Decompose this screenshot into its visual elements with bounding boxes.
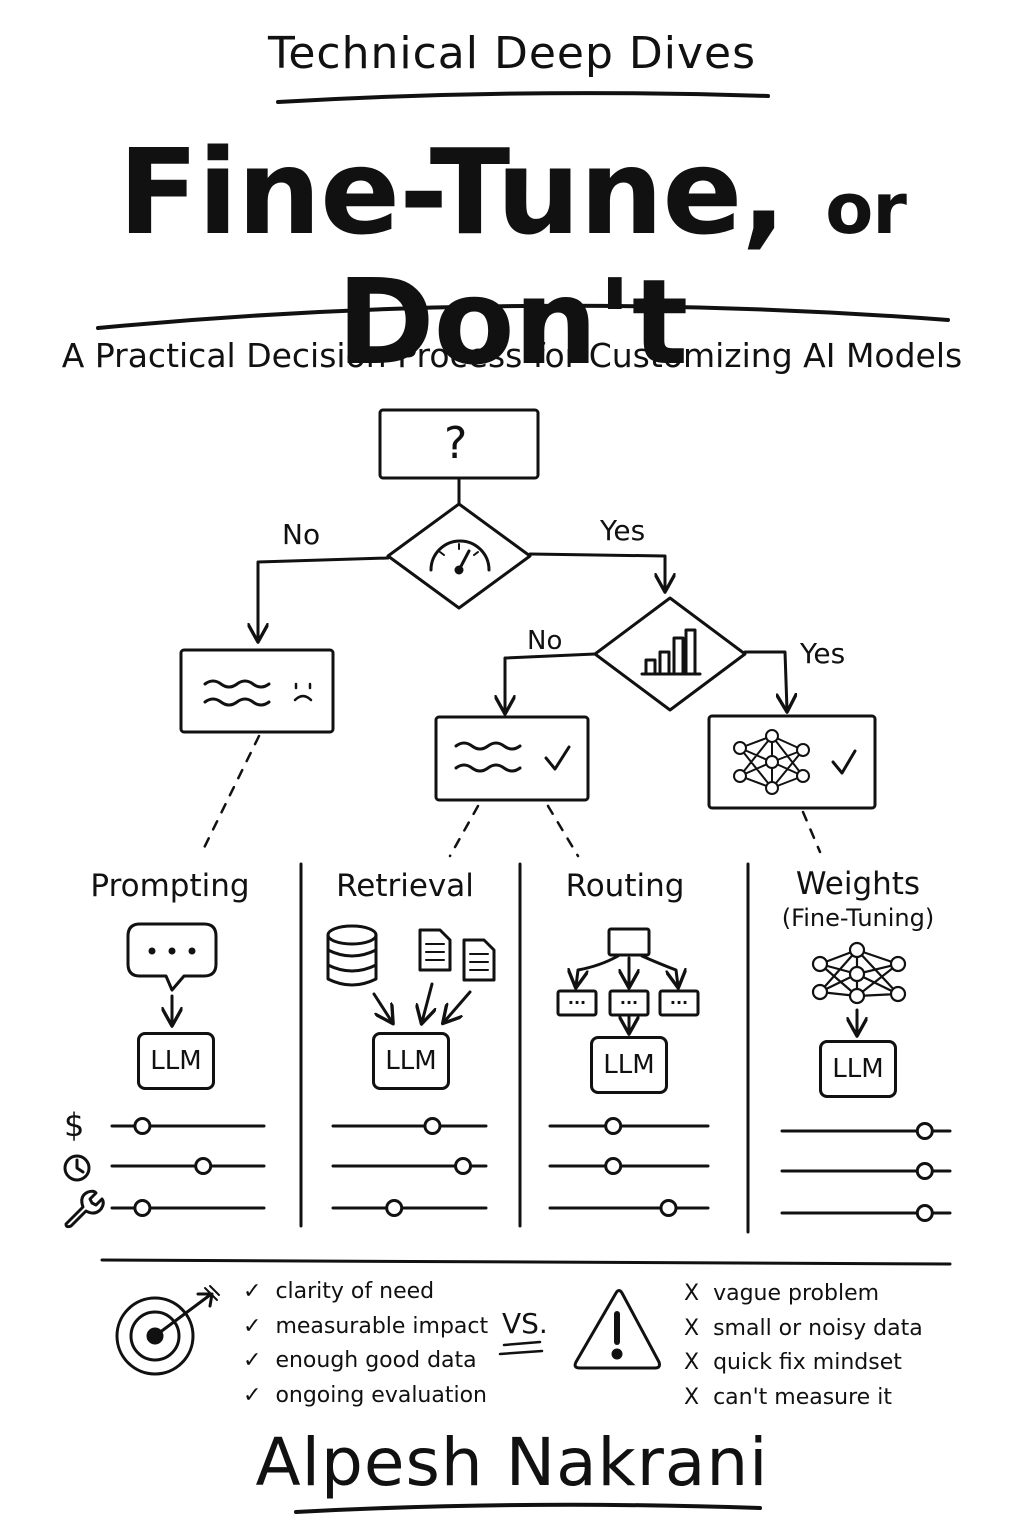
retrieval-arrow-3	[444, 990, 472, 1022]
column-title-weights: Weights	[795, 866, 921, 902]
decision1-no-label: No	[282, 518, 321, 551]
decision1-no-line	[258, 556, 390, 640]
slider-knob-time	[604, 1157, 623, 1175]
start-question-mark: ?	[444, 418, 468, 469]
bad-checklist: X vague problem X small or noisy data X …	[684, 1277, 923, 1415]
outcome-left-squiggles	[203, 679, 271, 707]
title-part-1: Fine-Tune,	[118, 123, 786, 261]
gauge-icon	[429, 539, 491, 575]
dashed-middle-left	[448, 804, 480, 858]
slider-knob-effort	[915, 1204, 934, 1222]
bad-item: X small or noisy data	[684, 1315, 923, 1341]
neural-network-icon	[811, 941, 907, 1005]
slider-knob-time	[915, 1162, 934, 1180]
dashed-left	[200, 734, 261, 854]
column-title-prompting: Prompting	[90, 868, 250, 904]
outcome-middle-box	[434, 715, 590, 802]
decision2-yes-line	[743, 650, 787, 710]
retrieval-arrow-1	[372, 992, 392, 1022]
good-item: ✓ enough good data	[243, 1348, 477, 1373]
routing-node-3-text: ...	[669, 989, 689, 1008]
slider-knob-cost	[915, 1122, 934, 1140]
slider-knob-cost	[604, 1117, 623, 1135]
neural-network-icon	[733, 729, 810, 795]
dashed-middle-right	[546, 804, 580, 858]
section-divider	[100, 1258, 952, 1266]
document-icon	[418, 928, 452, 972]
decision1-diamond	[386, 502, 532, 610]
prompt-bubble-dots	[148, 947, 196, 955]
decision1-yes-line	[528, 552, 665, 590]
author-name: Alpesh Nakrani	[255, 1424, 769, 1501]
title-part-2: or	[825, 168, 907, 250]
slider-knob-effort	[659, 1199, 678, 1217]
subtitle: A Practical Decision Process for Customi…	[61, 336, 963, 375]
routing-arrow-right	[640, 954, 678, 986]
bar-chart-icon	[640, 628, 702, 676]
wrench-icon	[64, 1189, 105, 1229]
series-underline	[276, 91, 770, 104]
clock-icon	[63, 1154, 91, 1182]
routing-top-node	[607, 927, 651, 957]
decision2-no-line	[505, 652, 597, 712]
check-icon	[831, 749, 857, 775]
title-underline	[96, 303, 950, 330]
title-part-3: Don't	[336, 252, 689, 391]
document-icon	[462, 938, 496, 982]
main-title: Fine-Tune, or Don't	[0, 127, 1024, 391]
routing-node-2-text: ...	[619, 989, 639, 1008]
column-subtitle-weights: (Fine-Tuning)	[781, 904, 935, 932]
decision1-yes-label: Yes	[600, 514, 646, 547]
routing-node-2	[608, 989, 650, 1017]
dollar-icon: $	[64, 1106, 85, 1144]
bad-item: X vague problem	[684, 1281, 880, 1306]
slider-knob-effort	[385, 1199, 404, 1217]
llm-box-retrieval: LLM	[372, 1032, 450, 1090]
decision2-yes-label: Yes	[800, 637, 846, 670]
slider-knob-time	[454, 1157, 473, 1175]
routing-arrow-left	[576, 954, 620, 986]
retrieval-arrow-2	[422, 982, 432, 1022]
dashed-right	[801, 810, 822, 854]
vs-underline	[498, 1340, 544, 1356]
llm-box-prompting: LLM	[137, 1032, 215, 1090]
slider-knob-cost	[133, 1117, 152, 1135]
bad-item: X quick fix mindset	[684, 1350, 902, 1375]
outcome-left-box	[179, 648, 335, 734]
author-underline	[294, 1502, 762, 1514]
outcome-middle-squiggles	[454, 741, 522, 773]
slider-knob-time	[194, 1157, 213, 1175]
check-icon	[544, 745, 571, 771]
routing-node-1	[556, 989, 598, 1017]
slider-layer	[110, 1117, 952, 1222]
routing-node-3	[658, 989, 700, 1017]
slider-knob-effort	[133, 1199, 152, 1217]
routing-node-1-text: ...	[567, 989, 587, 1008]
column-title-routing: Routing	[565, 868, 685, 904]
slider-knob-cost	[423, 1117, 442, 1135]
outcome-right-box	[707, 714, 877, 810]
target-icon	[115, 1285, 220, 1376]
good-item: ✓ ongoing evaluation	[243, 1382, 487, 1408]
column-title-retrieval: Retrieval	[336, 868, 474, 904]
warning-icon	[573, 1289, 661, 1370]
llm-box-routing: LLM	[590, 1036, 668, 1094]
prompt-bubble-icon	[126, 922, 218, 992]
database-icon	[326, 924, 378, 987]
good-item: ✓ clarity of need	[243, 1279, 435, 1304]
good-checklist: ✓ clarity of need ✓ measurable impact ✓ …	[243, 1275, 488, 1413]
sad-face-icon	[293, 682, 313, 702]
decision2-diamond	[593, 596, 747, 712]
good-item: ✓ measurable impact	[243, 1313, 489, 1339]
bad-item: X can't measure it	[684, 1384, 892, 1410]
decision2-no-label: No	[527, 626, 563, 656]
series-title: Technical Deep Dives	[267, 28, 757, 79]
llm-box-weights: LLM	[819, 1040, 897, 1098]
vs-label: VS.	[502, 1307, 548, 1340]
